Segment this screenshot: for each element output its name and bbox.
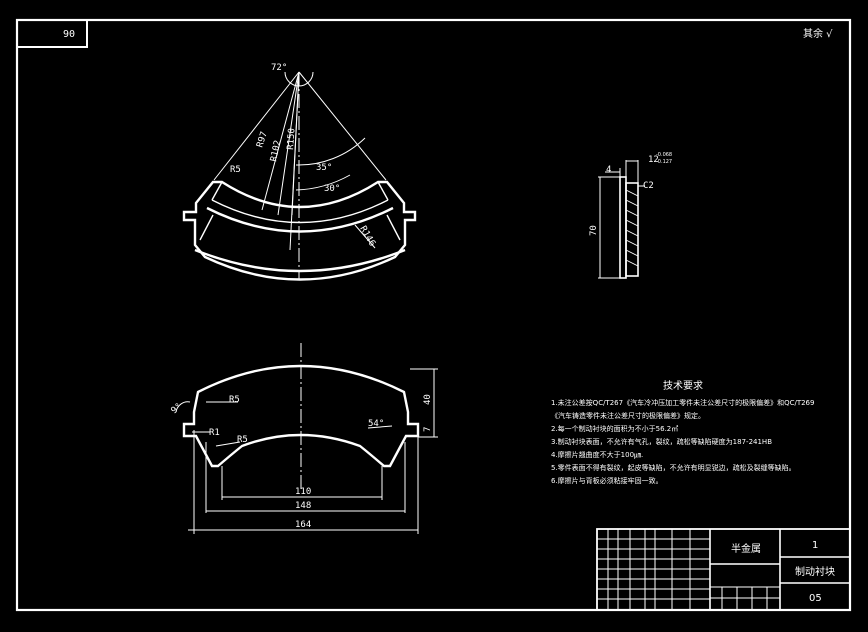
top-view: [182, 71, 417, 281]
title-block: [596, 528, 851, 611]
dim-4-label: 4: [606, 165, 611, 175]
front-view: [175, 343, 438, 534]
quantity-label: 1: [812, 540, 818, 551]
tech-requirements: 技术要求 1.未注公差按QC/T267《汽车冷冲压加工零件未注公差尺寸的极限偏差…: [551, 379, 814, 485]
tech-req-line: 5.零件表面不得有裂纹，起皮等缺陷，不允许有明显锐边，疏松及裂缝等缺陷。: [551, 463, 796, 472]
tech-req-line: 4.摩擦片翘曲度不大于100㎛.: [551, 450, 643, 460]
r102-label: R102: [269, 139, 283, 162]
dim-7-label: 7: [423, 427, 433, 432]
roughness-note: 其余 √: [803, 27, 833, 40]
dim-12-label: 12: [648, 155, 659, 165]
tech-req-line: 1.未注公差按QC/T267《汽车冷冲压加工零件未注公差尺寸的极限偏差》和QC/…: [551, 398, 814, 407]
dim-70-label: 70: [589, 225, 599, 236]
tech-req-line: 2.每一个制动衬块的面积为不小于56.2㎡: [551, 424, 678, 433]
drawing-number-label: 05: [809, 593, 822, 604]
tech-req-line: 《汽车铸造零件未注公差尺寸的极限偏差》规定。: [551, 411, 705, 420]
r5-top-label: R5: [230, 165, 241, 175]
r1-label: R1: [209, 428, 220, 438]
angle-72-label: 72°: [271, 63, 287, 73]
chamfer-c2-label: C2: [643, 181, 654, 191]
r97-label: R97: [255, 130, 270, 149]
tech-req-line: 6.摩擦片与背板必须粘接牢固一致。: [551, 476, 663, 485]
tol-lower-label: -0.127: [656, 159, 672, 165]
part-name-label: 制动衬块: [795, 565, 835, 578]
r5-upper-label: R5: [229, 395, 240, 405]
sheet-border: [15, 18, 852, 612]
angle-54-label: 54°: [368, 419, 384, 429]
dim-110-label: 110: [295, 487, 311, 497]
angle-35-label: 35°: [316, 163, 332, 173]
r5-lower-label: R5: [237, 435, 248, 445]
dim-164-label: 164: [295, 520, 311, 530]
sheet-number: 90: [63, 29, 75, 40]
side-view: [598, 160, 645, 279]
tech-req-title: 技术要求: [663, 379, 703, 392]
angle-30-label: 30°: [324, 184, 340, 194]
dim-40-label: 40: [423, 394, 433, 405]
tech-req-line: 3.制动衬块表面，不允许有气孔，裂纹，疏松等缺陷硬度为187-241HB: [551, 437, 772, 446]
dim-148-label: 148: [295, 501, 311, 511]
sheet-number-box: [16, 19, 88, 48]
tol-upper-label: -0.068: [656, 152, 672, 158]
r146-label: R146: [357, 225, 377, 249]
material-label: 半金属: [731, 542, 761, 555]
r150-label: R150: [286, 128, 297, 150]
